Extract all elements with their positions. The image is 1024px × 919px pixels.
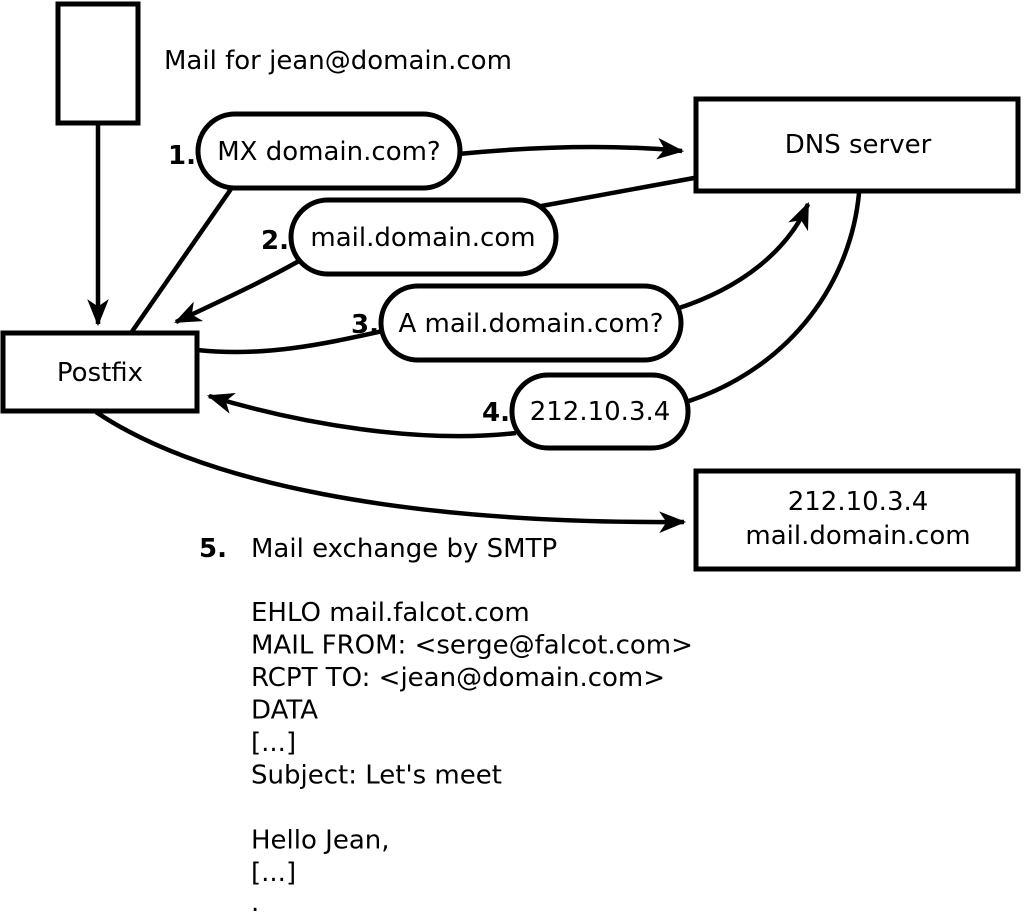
step5-number: 5. <box>199 534 227 564</box>
smtp-line-end-dot: . <box>251 888 259 918</box>
postfix-label: Postfix <box>57 358 143 388</box>
arrow-reply4-to-postfix <box>206 392 517 439</box>
postfix-node <box>0 330 200 414</box>
dns-server-node <box>693 96 1021 194</box>
query3-label: A mail.domain.com? <box>399 309 664 339</box>
query3-pill <box>378 283 684 363</box>
arrow-query3-to-dns <box>675 202 811 312</box>
reply4-label: 212.10.3.4 <box>530 397 671 427</box>
smtp-line-subject: Subject: Let's meet <box>251 761 502 791</box>
step1-number: 1. <box>168 141 196 171</box>
smtp-line-ellipsis-1: [...] <box>251 728 296 758</box>
arrow-smtp-postfix-to-mailhost <box>94 410 687 533</box>
smtp-line-data: DATA <box>251 696 318 726</box>
reply4-pill <box>509 372 691 451</box>
line-postfix-to-query3 <box>196 328 384 355</box>
query1-pill <box>195 111 463 191</box>
reply2-pill <box>288 197 559 277</box>
mail-envelope-icon <box>55 1 141 126</box>
mail-for-label: Mail for jean@domain.com <box>164 46 512 76</box>
arrow-reply2-to-postfix <box>174 259 301 325</box>
smtp-line-rcpt-to: RCPT TO: <jean@domain.com> <box>251 663 665 693</box>
line-dns-to-reply4 <box>688 192 862 404</box>
reply2-label: mail.domain.com <box>310 223 535 253</box>
smtp-line-ehlo: EHLO mail.falcot.com <box>251 598 530 628</box>
query1-label: MX domain.com? <box>217 137 440 167</box>
step5-label: Mail exchange by SMTP <box>251 534 557 564</box>
smtp-line-ellipsis-2: [...] <box>251 858 296 888</box>
mailhost-node <box>693 468 1021 572</box>
arrow-query1-to-dns <box>457 137 685 160</box>
step4-number: 4. <box>482 398 510 428</box>
dns-server-label: DNS server <box>785 130 932 160</box>
line-postfix-to-query1 <box>129 187 233 335</box>
mailhost-hostname-label: mail.domain.com <box>745 521 970 551</box>
line-dns-to-reply2 <box>535 175 695 210</box>
smtp-line-hello: Hello Jean, <box>251 826 390 856</box>
smtp-line-mail-from: MAIL FROM: <serge@falcot.com> <box>251 631 693 661</box>
mailhost-ip-label: 212.10.3.4 <box>788 487 929 517</box>
step2-number: 2. <box>261 226 289 256</box>
step3-number: 3. <box>351 310 379 340</box>
